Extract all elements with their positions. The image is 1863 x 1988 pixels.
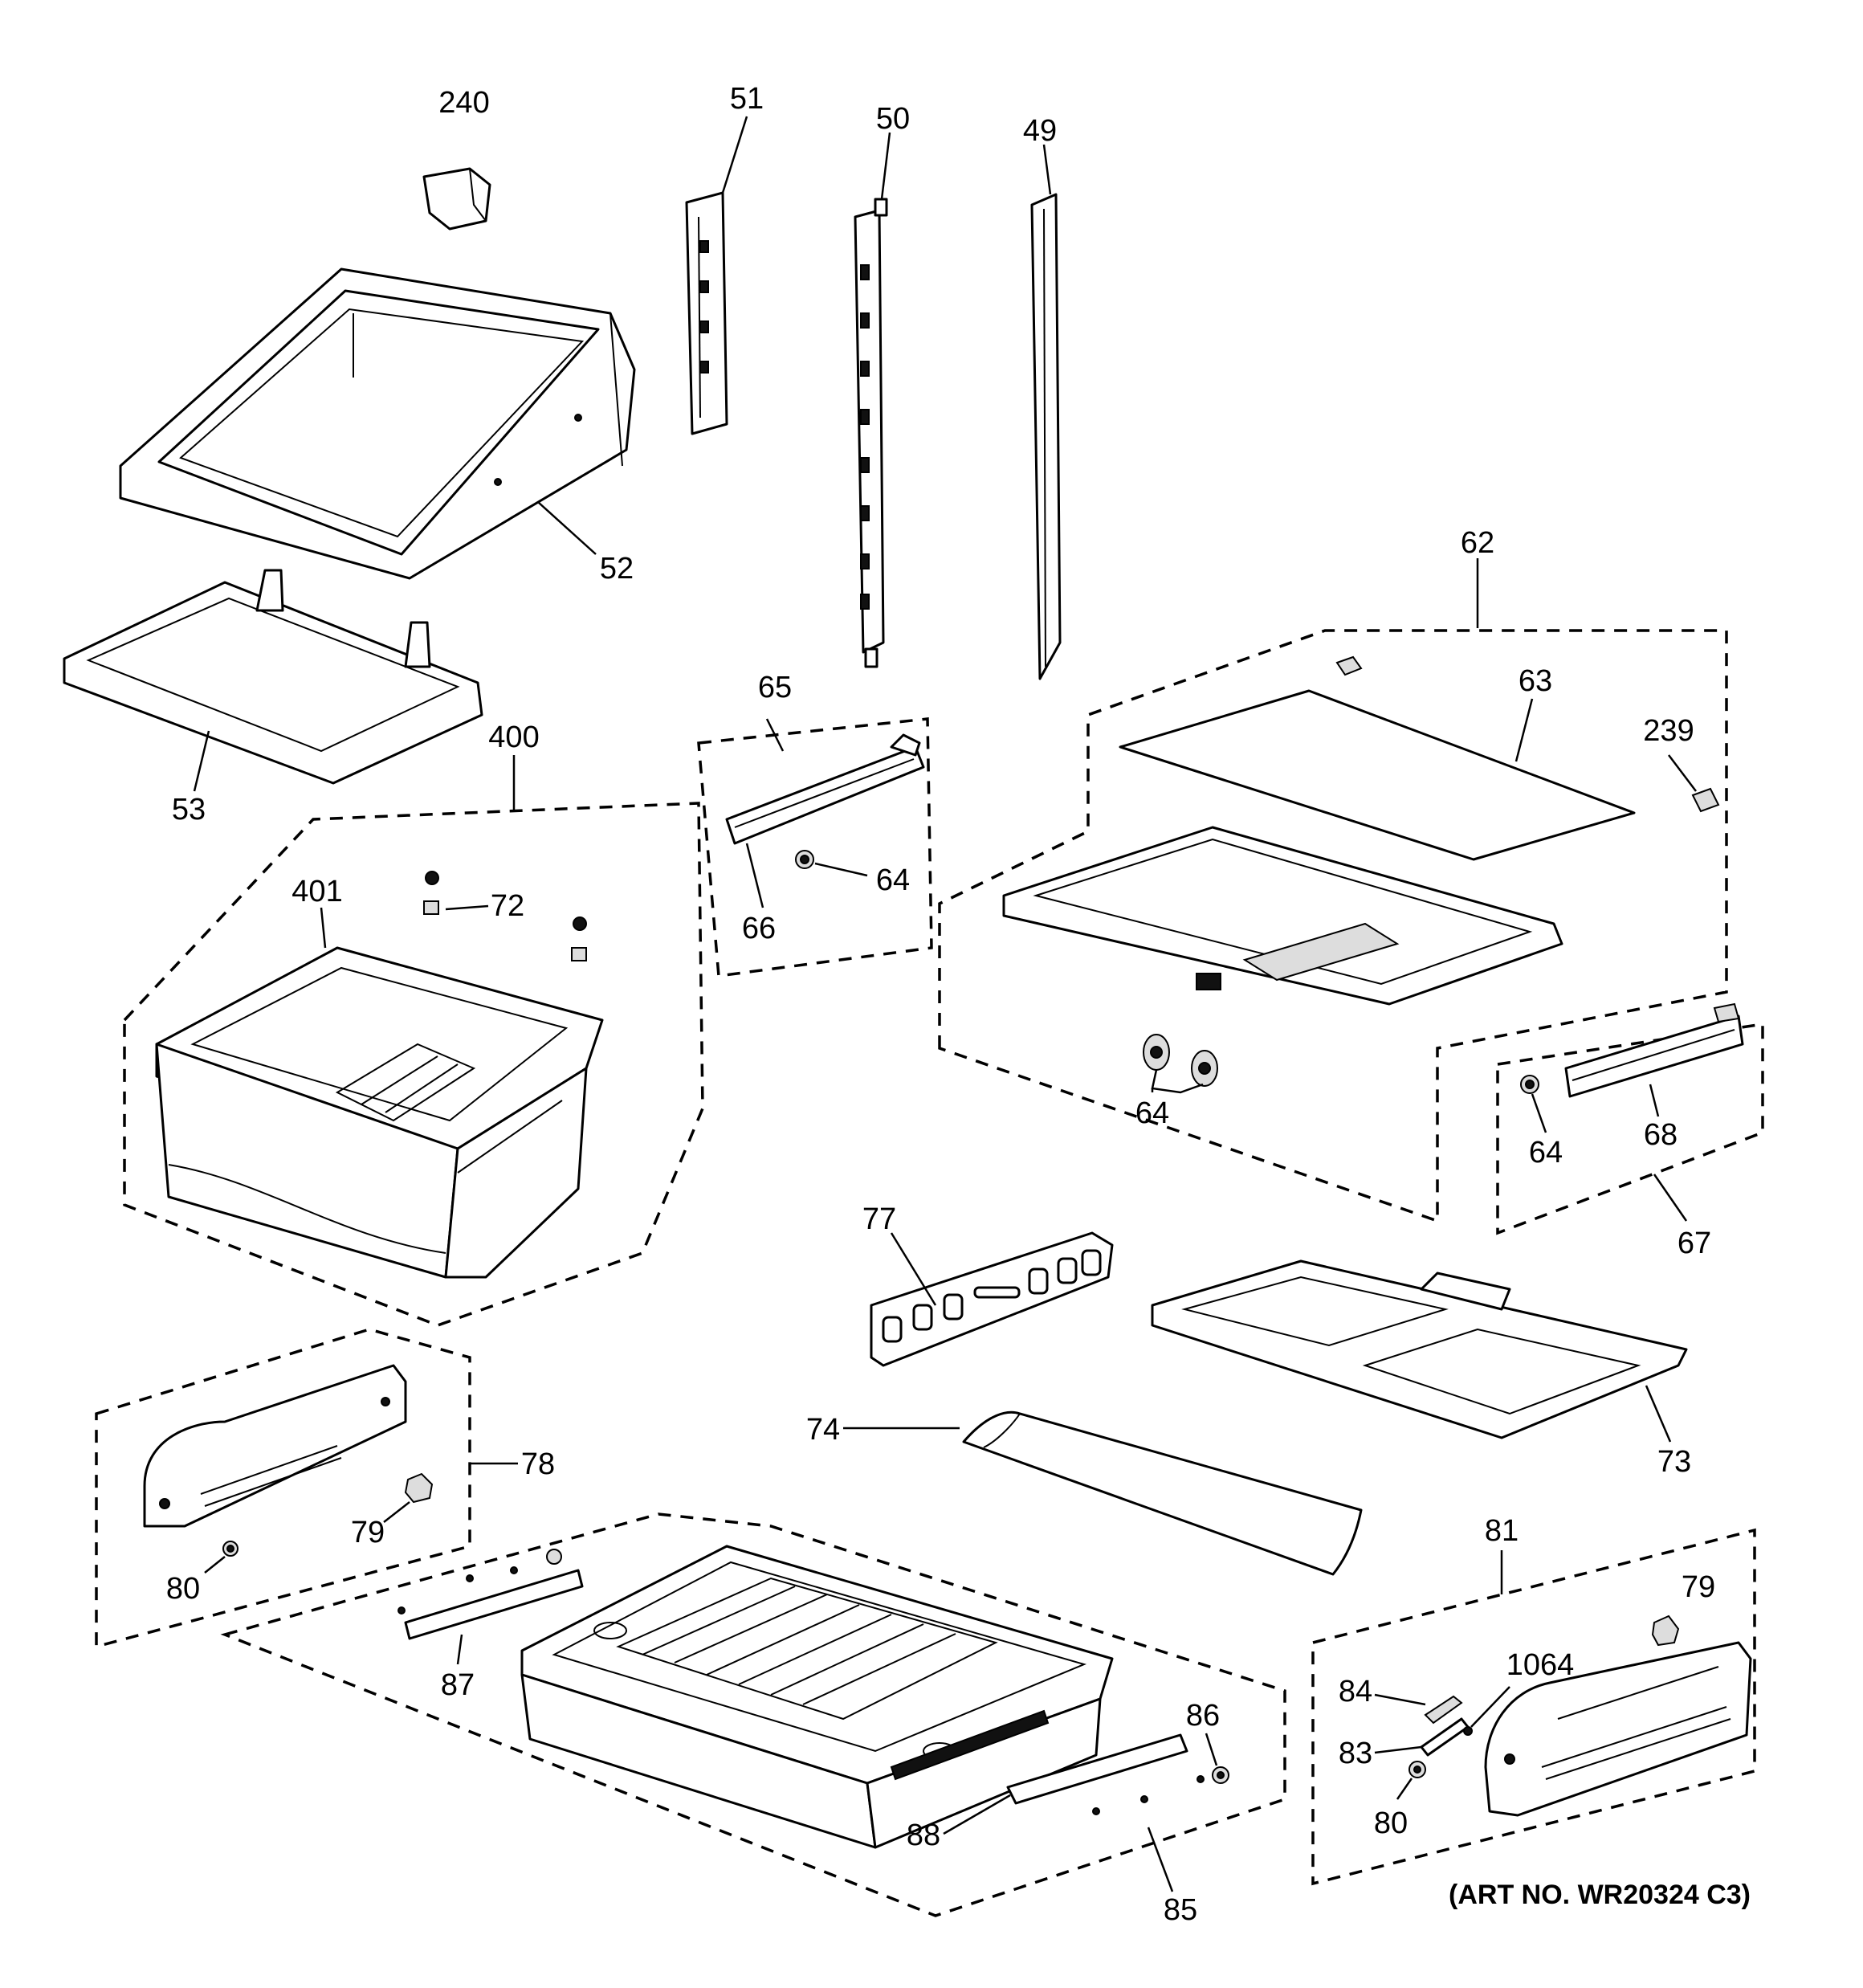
label-84: 84	[1339, 1675, 1372, 1708]
group-box-65	[697, 717, 933, 978]
art-number: (ART NO. WR20324 C3)	[1449, 1880, 1751, 1910]
label-81: 81	[1485, 1514, 1519, 1548]
part-shelf-frame-62	[1002, 826, 1563, 1006]
part-64-glides-b	[1143, 1034, 1218, 1087]
label-79-b: 79	[1682, 1570, 1715, 1604]
label-64-b: 64	[1135, 1096, 1169, 1130]
part-72-clips	[423, 871, 587, 961]
label-51: 51	[730, 82, 764, 116]
label-73: 73	[1657, 1445, 1691, 1479]
part-87-rail	[397, 1549, 584, 1640]
label-85: 85	[1164, 1893, 1197, 1927]
label-79-a: 79	[351, 1516, 385, 1549]
label-64-a: 64	[876, 863, 910, 897]
part-83-bracket	[1420, 1717, 1470, 1757]
label-63: 63	[1519, 664, 1552, 698]
part-66-bracket	[725, 733, 925, 845]
part-51-rail	[685, 191, 728, 435]
label-401: 401	[291, 875, 342, 908]
part-clip-small	[1335, 655, 1363, 676]
label-77: 77	[862, 1202, 896, 1236]
part-88-rail	[1006, 1733, 1205, 1815]
label-72: 72	[491, 889, 524, 923]
label-87: 87	[441, 1668, 475, 1702]
group-box-85	[220, 1512, 1286, 1917]
label-50: 50	[876, 102, 910, 136]
label-86: 86	[1186, 1699, 1220, 1733]
label-68: 68	[1644, 1118, 1678, 1152]
label-80-b: 80	[1374, 1806, 1408, 1840]
part-50-rail	[854, 198, 888, 668]
part-53-glass-shelf	[63, 569, 483, 785]
label-240: 240	[438, 86, 489, 120]
label-239: 239	[1643, 714, 1694, 748]
part-401-crisper-drawer	[155, 946, 604, 1279]
label-53: 53	[172, 793, 206, 827]
label-52: 52	[600, 552, 634, 586]
part-74-curved-cover	[962, 1410, 1363, 1576]
label-80-a: 80	[166, 1572, 200, 1606]
part-68-rail	[1564, 1002, 1744, 1098]
group-box-81	[1311, 1528, 1756, 1886]
group-box-62	[938, 629, 1728, 1223]
part-1064-screw	[1463, 1726, 1473, 1736]
group-box-400	[123, 802, 704, 1327]
part-79-cap-b	[1651, 1614, 1680, 1647]
part-52-shelf-frame	[119, 267, 636, 580]
label-74: 74	[806, 1413, 840, 1447]
label-67: 67	[1678, 1227, 1711, 1260]
label-78: 78	[521, 1447, 555, 1481]
label-83: 83	[1339, 1737, 1372, 1770]
part-lower-drawer	[520, 1545, 1114, 1849]
label-400: 400	[488, 720, 539, 754]
part-77-bumper	[870, 1231, 1114, 1367]
part-79-cap-a	[404, 1472, 434, 1504]
part-240-clip	[422, 167, 491, 231]
part-73-cover	[1151, 1259, 1688, 1439]
label-1064: 1064	[1506, 1648, 1575, 1682]
label-88: 88	[907, 1819, 940, 1852]
part-80-screw-b	[1408, 1761, 1426, 1778]
part-78-side-bracket	[143, 1364, 407, 1528]
part-63-glass-panel	[1119, 689, 1636, 861]
part-80-screw-a	[222, 1541, 238, 1557]
part-239-clip	[1691, 787, 1720, 813]
part-86-screw	[1212, 1766, 1229, 1784]
part-64-glide-a	[795, 850, 814, 869]
part-49-trim	[1030, 193, 1062, 680]
label-65: 65	[758, 671, 792, 704]
part-81-side-bracket	[1484, 1641, 1752, 1817]
label-66: 66	[742, 912, 776, 945]
label-64-c: 64	[1529, 1136, 1563, 1170]
label-49: 49	[1023, 114, 1057, 148]
part-64-glide-c	[1520, 1075, 1539, 1094]
part-84-bracket	[1424, 1695, 1463, 1725]
label-62: 62	[1461, 526, 1494, 560]
group-box-78	[95, 1328, 471, 1649]
